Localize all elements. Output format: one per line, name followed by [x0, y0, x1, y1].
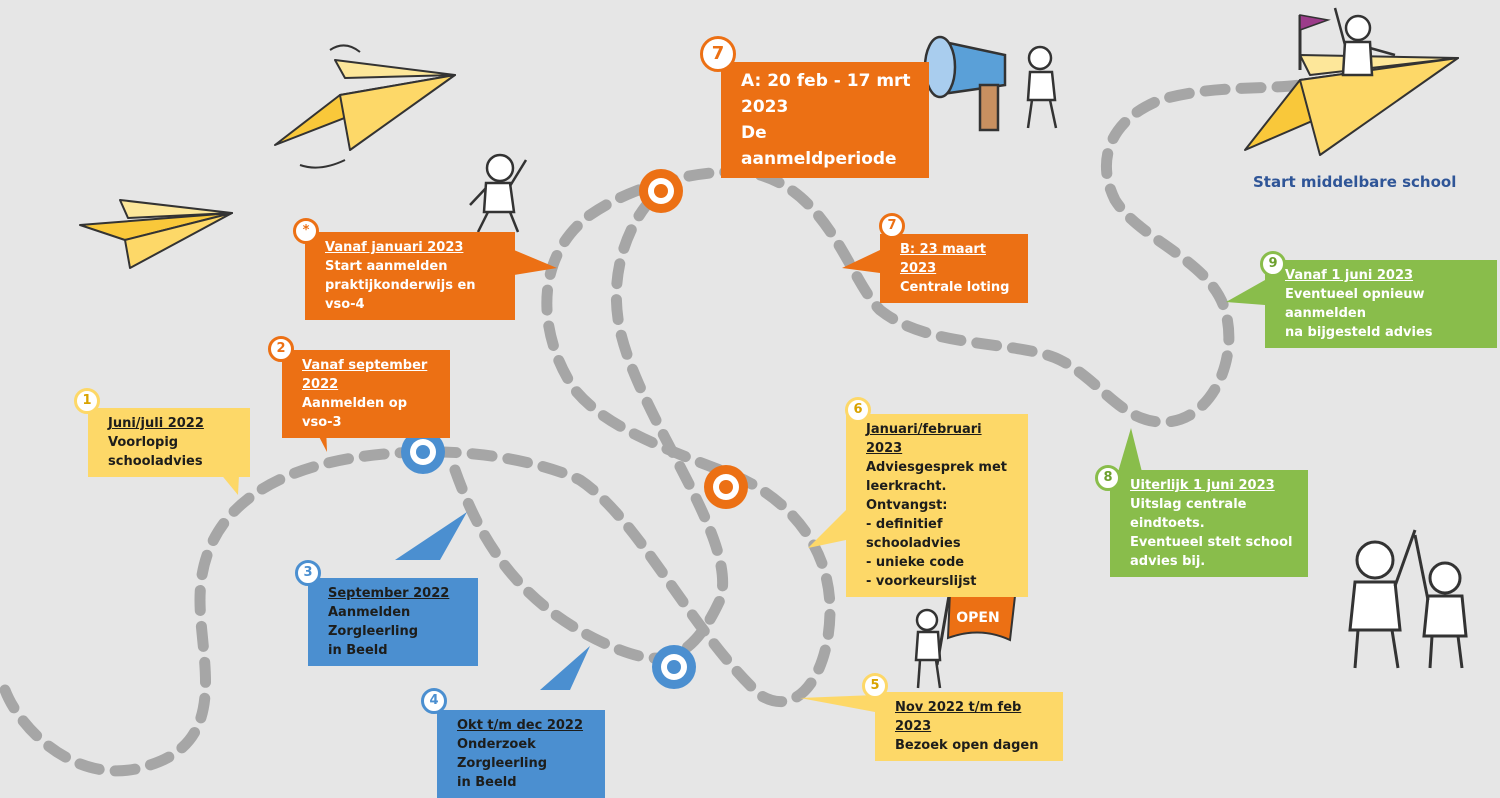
step-text: Voorlopig schooladvies — [108, 435, 203, 469]
step-date: A: 20 feb - 17 mrt 2023 — [741, 71, 911, 117]
callout-pointer — [540, 646, 590, 690]
step-date: Uiterlijk 1 juni 2023 — [1130, 478, 1275, 493]
step-date: Juni/juli 2022 — [108, 416, 204, 431]
step-date: Januari/februari 2023 — [866, 422, 982, 456]
step-number-badge: 2 — [268, 336, 294, 362]
step-text: na bijgesteld advies — [1285, 325, 1433, 340]
step-number-badge: 8 — [1095, 465, 1121, 491]
step-date: Okt t/m dec 2022 — [457, 718, 584, 733]
step-number-badge: 4 — [421, 688, 447, 714]
callout-pointer — [808, 510, 846, 548]
callout-pointer — [842, 250, 880, 273]
step-number-badge: 6 — [845, 397, 871, 423]
step-text: leerkracht. Ontvangst: — [866, 479, 948, 513]
step-text: Aanmelden Zorgleerling — [328, 605, 419, 639]
step-text: Adviesgesprek met — [866, 460, 1007, 475]
step-text: Eventueel stelt school — [1130, 535, 1293, 550]
step-number-badge: 9 — [1260, 251, 1286, 277]
step-number-badge: 1 — [74, 388, 100, 414]
route-marker-orange — [639, 169, 683, 213]
step-text: advies bij. — [1130, 554, 1206, 569]
person-jumping-icon — [469, 153, 528, 233]
callout-pointer — [395, 512, 467, 560]
step-date: Vanaf 1 juni 2023 — [1285, 268, 1414, 283]
step-number-badge: 7 — [700, 36, 736, 72]
step-number-badge: 3 — [295, 560, 321, 586]
megaphone-icon — [923, 35, 1007, 132]
open-flag-icon: OPEN — [935, 585, 1017, 666]
step-text: Bezoek open dagen — [895, 738, 1039, 753]
step-text: praktijkonderwijs en vso-4 — [325, 278, 476, 312]
step-text: - voorkeurslijst — [866, 574, 977, 589]
high-five-icon — [1348, 529, 1468, 669]
callout-pointer — [1118, 428, 1142, 472]
person-with-megaphone-icon — [1026, 45, 1058, 129]
step-text: in Beeld — [328, 643, 388, 658]
step-text: Eventueel opnieuw aanmelden — [1285, 287, 1425, 321]
dashed-route — [0, 79, 1306, 777]
step-text: De aanmeldperiode — [741, 123, 897, 169]
step-text: - definitief schooladvies — [866, 517, 961, 551]
final-label: Start middelbare school — [1253, 173, 1457, 191]
step-number-badge: * — [293, 218, 319, 244]
step-number-badge: 7 — [879, 213, 905, 239]
route-marker-orange — [704, 465, 748, 509]
step-date: Nov 2022 t/m feb 2023 — [895, 700, 1022, 734]
callout-pointer — [1226, 280, 1265, 305]
step-date: Vanaf september 2022 — [302, 358, 428, 392]
paper-plane-icon — [1244, 14, 1459, 156]
step-text: Aanmelden op vso-3 — [302, 396, 408, 430]
step-text: - unieke code — [866, 555, 965, 570]
step-number-badge: 5 — [862, 673, 888, 699]
step-date: September 2022 — [328, 586, 450, 601]
callout-pointer — [514, 250, 557, 275]
paper-plane-icon — [79, 199, 233, 269]
open-flag-label: OPEN — [956, 610, 999, 626]
step-text: Uitslag centrale eindtoets. — [1130, 497, 1247, 531]
step-text: Centrale loting — [900, 280, 1010, 295]
dashed-route-branch — [449, 184, 728, 664]
callout-pointer — [800, 695, 875, 712]
route-marker-blue — [401, 430, 445, 474]
route-marker-blue — [652, 645, 696, 689]
person-waving-icon — [1333, 7, 1396, 77]
step-date: B: 23 maart 2023 — [900, 242, 986, 276]
paper-plane-icon — [274, 44, 456, 169]
step-callout: A: 20 feb - 17 mrt 2023 De aanmeldperiode — [721, 62, 929, 178]
person-with-flag-icon — [914, 608, 942, 689]
step-text: Onderzoek Zorgleerling — [457, 737, 548, 771]
step-text: Start aanmelden — [325, 259, 448, 274]
step-date: Vanaf januari 2023 — [325, 240, 464, 255]
